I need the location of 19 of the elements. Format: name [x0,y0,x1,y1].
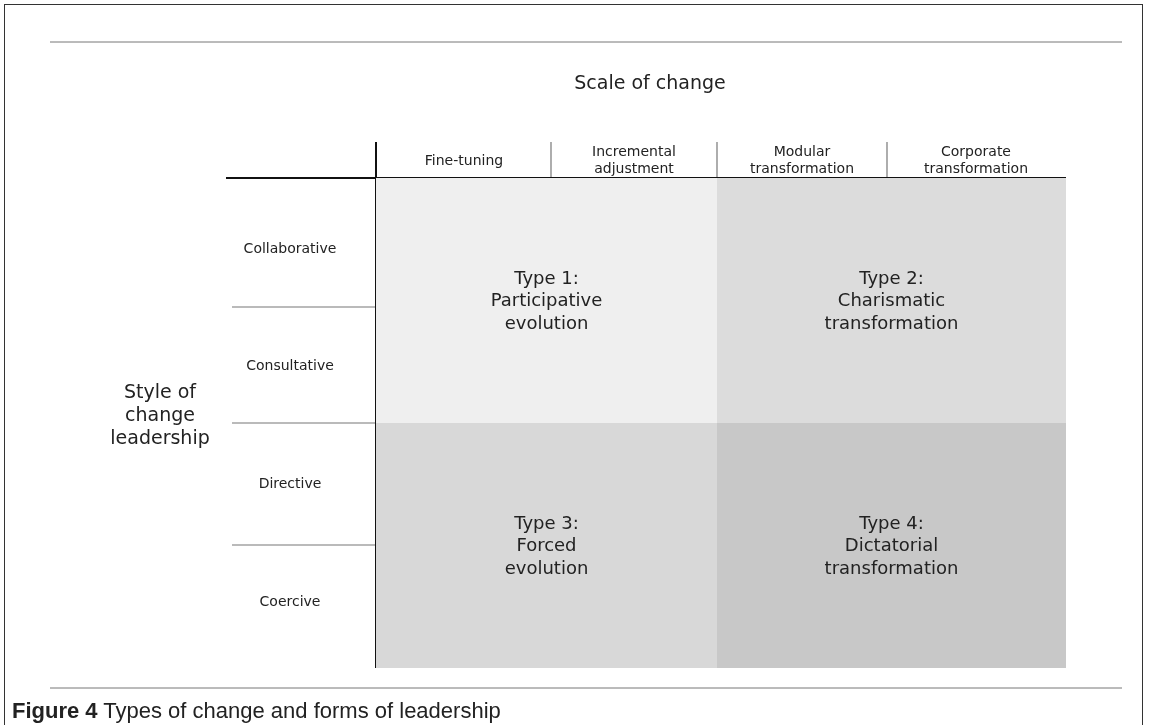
row-header: Collaborative [242,239,338,257]
quadrant-cell [376,178,717,423]
row-header: Consultative [245,356,335,374]
axis-title: Style of change leadership [109,380,211,449]
column-header: Incremental adjustment [591,143,677,177]
row-header: Directive [257,474,323,492]
row-header: Coercive [258,592,322,610]
column-header: Fine-tuning [423,151,505,169]
quadrant-cell [376,423,717,668]
figure-caption: Figure 4 Types of change and forms of leadership [12,698,501,724]
quadrant-cell [717,178,1066,423]
quadrant-label: Type 1: Participative evolution [489,266,604,335]
quadrant-label: Type 4: Dictatorial transformation [823,511,960,580]
column-header: Corporate transformation [923,143,1029,177]
quadrant-label: Type 3: Forced evolution [503,511,590,580]
quadrant-cell [717,423,1066,668]
column-header: Modular transformation [749,143,855,177]
axis-title: Scale of change [573,70,727,94]
quadrant-label: Type 2: Charismatic transformation [823,266,960,335]
